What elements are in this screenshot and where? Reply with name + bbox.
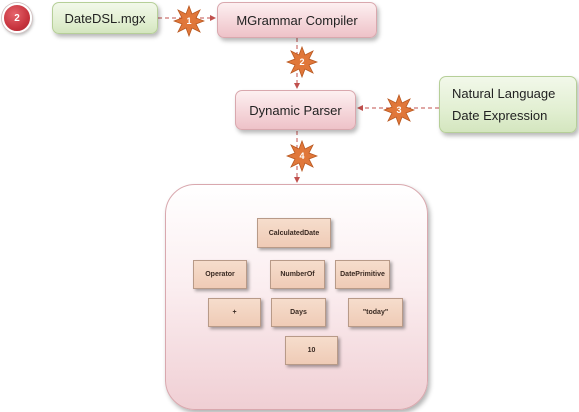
tree-node-days: Days: [271, 298, 326, 327]
starburst-icon: [286, 140, 318, 172]
tree-node-operator: Operator: [193, 260, 247, 289]
grammar-file-node: DateDSL.mgx: [52, 2, 158, 34]
tree-node-date-primitive-value: "today": [348, 298, 403, 327]
step-badge-4-label: 4: [299, 151, 305, 161]
step-badge-4: 4: [286, 140, 318, 172]
starburst-icon: [286, 46, 318, 78]
step-badge-3: 3: [383, 94, 415, 126]
tree-node-number-of: NumberOf: [270, 260, 325, 289]
tree-node-date-primitive: DatePrimitive: [335, 260, 390, 289]
input-node: Natural Language Date Expression: [439, 76, 577, 133]
tree-node-calculated-date: CalculatedDate: [257, 218, 331, 248]
tree-node-operator-value: +: [208, 298, 261, 327]
compiler-node: MGrammar Compiler: [217, 2, 377, 38]
parser-node: Dynamic Parser: [235, 90, 356, 130]
input-node-line1: Natural Language: [452, 85, 556, 101]
step-badge-1: 1: [173, 5, 205, 37]
step-badge-3-label: 3: [396, 105, 402, 115]
step-badge-2-label: 2: [299, 57, 305, 67]
step-badge-1-label: 1: [186, 16, 192, 26]
starburst-icon: [383, 94, 415, 126]
tree-node-days-value: 10: [285, 336, 338, 365]
input-node-line2: Date Expression: [452, 107, 548, 123]
starburst-icon: [173, 5, 205, 37]
step-badge-2: 2: [286, 46, 318, 78]
step-indicator[interactable]: 2: [2, 3, 32, 33]
